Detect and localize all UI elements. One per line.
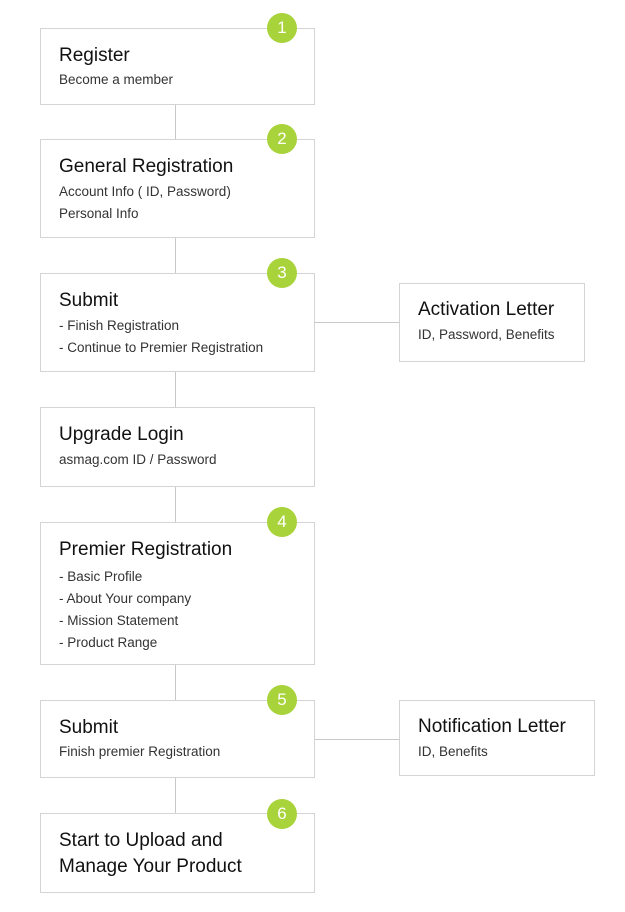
side-line: ID, Password, Benefits [418, 327, 555, 342]
step-upgrade-login-box: Upgrade Login asmag.com ID / Password [40, 407, 315, 487]
connector-5-6 [175, 777, 176, 814]
step-number-badge: 5 [267, 685, 297, 715]
connector-2-3 [175, 237, 176, 274]
step-premier-registration-box: Premier Registration - Basic Profile - A… [40, 522, 315, 665]
step-line: asmag.com ID / Password [59, 452, 217, 467]
connector-3-login [175, 371, 176, 408]
step-line: - Mission Statement [59, 613, 179, 628]
step-title: Submit [59, 290, 119, 311]
step-line: - Finish Registration [59, 318, 180, 333]
step-title: General Registration [59, 156, 234, 177]
step-title: Upgrade Login [59, 424, 184, 445]
step-register-box: Register Become a member [40, 28, 315, 105]
step-number-badge: 6 [267, 799, 297, 829]
connector-login-4 [175, 486, 176, 523]
step-title: Start to Upload and [59, 830, 223, 851]
step-line: - About Your company [59, 591, 192, 606]
step-number-badge: 4 [267, 507, 297, 537]
step-title: Register [59, 45, 130, 66]
step-line: - Basic Profile [59, 569, 143, 584]
step-line: - Product Range [59, 635, 158, 650]
connector-submit-activation [314, 322, 400, 323]
connector-4-5 [175, 664, 176, 701]
step-number-badge: 3 [267, 258, 297, 288]
step-line: Account Info ( ID, Password) [59, 184, 231, 199]
step-title: Submit [59, 717, 119, 738]
step-number-badge: 2 [267, 124, 297, 154]
step-line: Become a member [59, 72, 174, 87]
step-upload-manage-box: Start to Upload and Manage Your Product [40, 813, 315, 893]
step-line: Finish premier Registration [59, 744, 221, 759]
step-submit-premier-box: Submit Finish premier Registration [40, 700, 315, 778]
side-line: ID, Benefits [418, 744, 488, 759]
side-title: Activation Letter [418, 299, 555, 320]
step-title: Premier Registration [59, 539, 233, 560]
step-title: Manage Your Product [59, 856, 242, 877]
step-number-badge: 1 [267, 13, 297, 43]
notification-letter-box: Notification Letter ID, Benefits [399, 700, 595, 776]
connector-submit-notification [314, 739, 400, 740]
side-title: Notification Letter [418, 716, 566, 737]
step-submit-box: Submit - Finish Registration - Continue … [40, 273, 315, 372]
step-line: - Continue to Premier Registration [59, 340, 264, 355]
step-general-registration-box: General Registration Account Info ( ID, … [40, 139, 315, 238]
step-line: Personal Info [59, 206, 139, 221]
activation-letter-box: Activation Letter ID, Password, Benefits [399, 283, 585, 362]
connector-1-2 [175, 104, 176, 140]
